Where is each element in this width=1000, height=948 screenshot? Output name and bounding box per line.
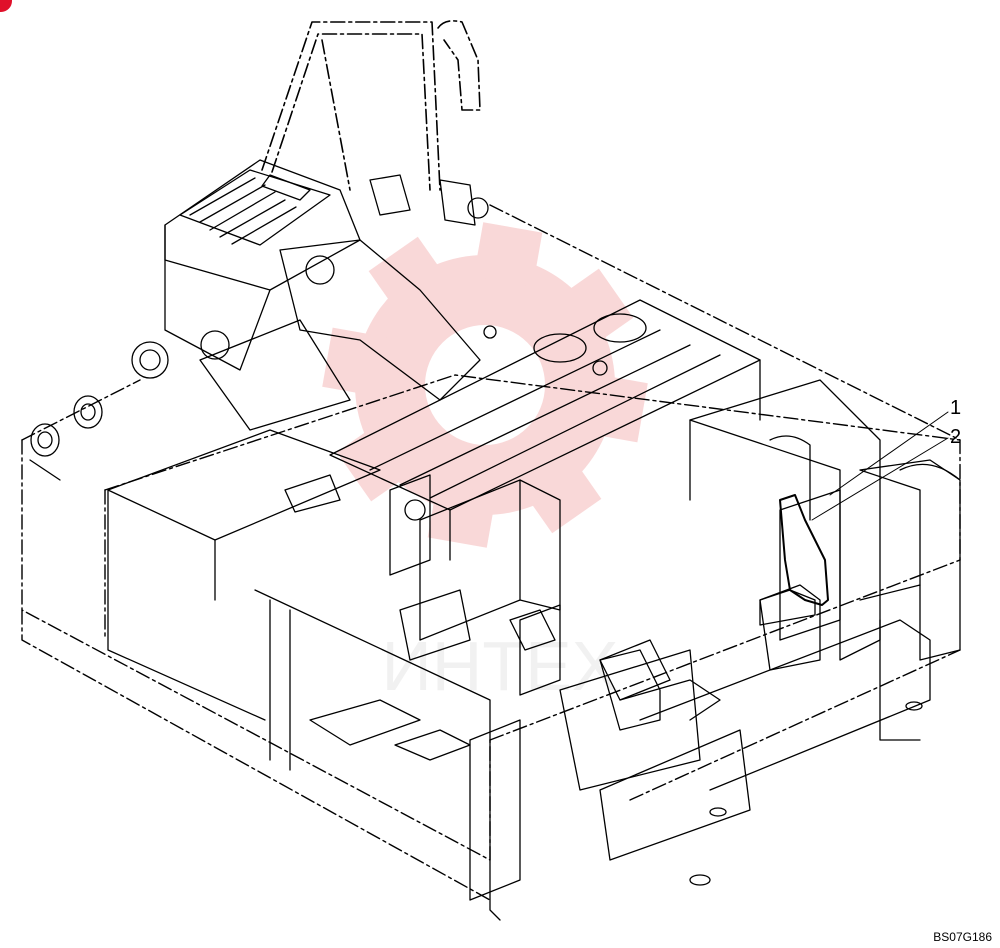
- center-components: [389, 474, 671, 901]
- callout-2: 2: [950, 426, 962, 448]
- tank-assembly: [131, 159, 361, 379]
- brackets: [399, 589, 816, 731]
- handrail: [261, 20, 481, 191]
- boom-mount: [199, 174, 489, 431]
- upper-deck: [329, 299, 761, 561]
- right-structure: [689, 379, 961, 671]
- drawing-code: BS07G186: [933, 930, 992, 944]
- callout-1: 1: [950, 397, 962, 419]
- watermark-logo: ИНТЕХ: [322, 222, 648, 705]
- access-cover-part: [779, 494, 829, 606]
- front-lugs: [29, 395, 103, 481]
- left-platform: [107, 429, 501, 921]
- leader-lines: [811, 411, 949, 521]
